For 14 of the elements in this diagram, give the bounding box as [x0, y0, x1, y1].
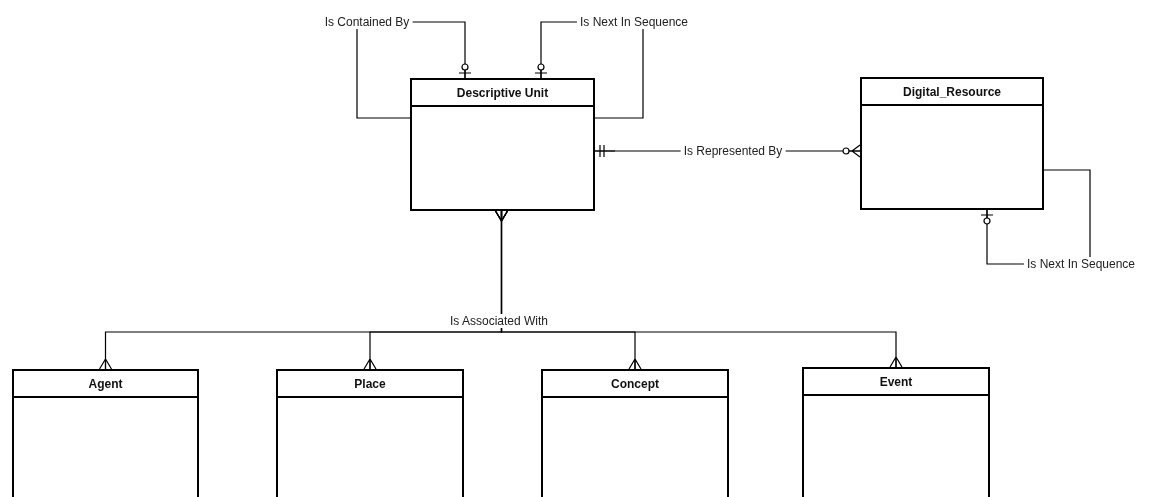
entity-title: Event	[879, 374, 913, 389]
entity-title: Descriptive Unit	[456, 85, 549, 100]
entity-box	[410, 78, 595, 211]
entity-title: Concept	[611, 376, 659, 391]
entity-title: Digital_Resource	[902, 84, 1001, 99]
entity-box	[860, 77, 1044, 210]
entity-title: Place	[354, 376, 386, 391]
entity-title: Agent	[88, 376, 123, 391]
entity-box	[12, 369, 199, 497]
edge-label: Is Represented By	[680, 144, 786, 158]
entity-box	[541, 369, 729, 497]
entity-box	[802, 367, 990, 497]
relationship-line	[494, 210, 903, 368]
entity-box	[276, 369, 464, 497]
